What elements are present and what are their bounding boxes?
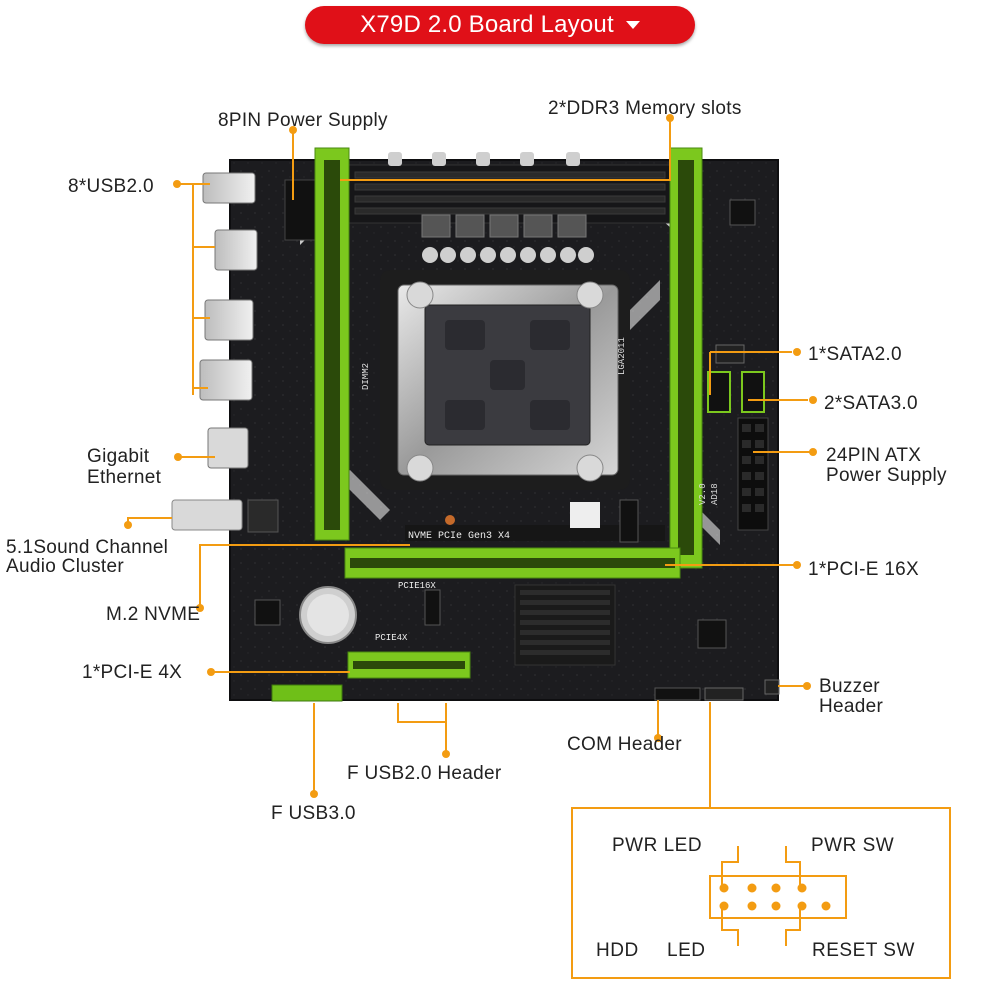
- label-8pin-power: 8PIN Power Supply: [218, 110, 388, 131]
- vrm-heatsink: [344, 152, 676, 263]
- atx-24pin-connector: V2.0 AD18: [698, 417, 769, 531]
- dimm-silk: DIMM2: [361, 363, 371, 390]
- label-sata3: 2*SATA3.0: [824, 393, 918, 414]
- buzzer: [764, 679, 780, 695]
- cmos-battery: [299, 586, 357, 644]
- title-dropdown[interactable]: X79D 2.0 Board Layout: [305, 6, 695, 44]
- label-hdd: HDD: [596, 940, 639, 961]
- pcie-16x-slot: PCIE16X: [344, 547, 681, 591]
- label-front-usb3: F USB3.0: [271, 803, 356, 824]
- pcie16-silk: PCIE16X: [398, 581, 436, 591]
- label-m2-nvme: M.2 NVME: [106, 604, 201, 625]
- dimm-slots: [314, 147, 703, 569]
- socket-silk: LGA2011: [617, 337, 627, 375]
- pcie-4x-slot: PCIE4X: [347, 633, 471, 679]
- label-atx-power-supply: Power Supply: [826, 465, 947, 486]
- page-title: X79D 2.0 Board Layout: [360, 11, 614, 38]
- model-silk: AD18: [710, 483, 720, 505]
- version-silk: V2.0: [698, 483, 708, 505]
- label-24pin-atx: 24PIN ATX: [826, 445, 922, 466]
- label-ddr3-slots: 2*DDR3 Memory slots: [548, 98, 742, 119]
- eight-pin-connector: [284, 179, 318, 241]
- label-pcie-16x: 1*PCI-E 16X: [808, 559, 920, 580]
- com-header-pins: [654, 687, 701, 701]
- rear-usb-ports: [171, 172, 279, 533]
- label-front-usb2: F USB2.0 Header: [347, 763, 502, 784]
- label-pcie-4x: 1*PCI-E 4X: [82, 662, 183, 683]
- label-sata2: 1*SATA2.0: [808, 344, 902, 365]
- label-buzzer-header: Header: [819, 696, 884, 717]
- callout-dots: [124, 114, 831, 911]
- label-ethernet: Ethernet: [87, 467, 162, 488]
- label-sound-channel: 5.1Sound Channel: [6, 537, 169, 558]
- front-panel-pins: [704, 687, 744, 701]
- label-gigabit: Gigabit: [87, 446, 150, 467]
- label-buzzer: Buzzer: [819, 676, 880, 697]
- pcie4-silk: PCIE4X: [375, 633, 408, 643]
- label-led: LED: [667, 940, 706, 961]
- label-com-header: COM Header: [567, 734, 682, 755]
- callout-lines: [127, 118, 951, 979]
- nvme-silk: NVME PCIe Gen3 X4: [408, 531, 510, 542]
- label-audio-cluster: Audio Cluster: [6, 556, 124, 577]
- label-pwr-sw: PWR SW: [811, 835, 895, 856]
- cpu-socket: LGA2011 DIMM2: [361, 270, 630, 490]
- label-usb2: 8*USB2.0: [68, 176, 154, 197]
- caret-down-icon: [625, 21, 640, 29]
- chipset-heatsink: [514, 584, 616, 666]
- m2-slot: NVME PCIe Gen3 X4: [405, 499, 665, 543]
- label-pwr-led: PWR LED: [612, 835, 703, 856]
- sata-ports: [707, 344, 765, 413]
- front-usb3-connector: [271, 684, 343, 702]
- label-reset-sw: RESET SW: [812, 940, 915, 961]
